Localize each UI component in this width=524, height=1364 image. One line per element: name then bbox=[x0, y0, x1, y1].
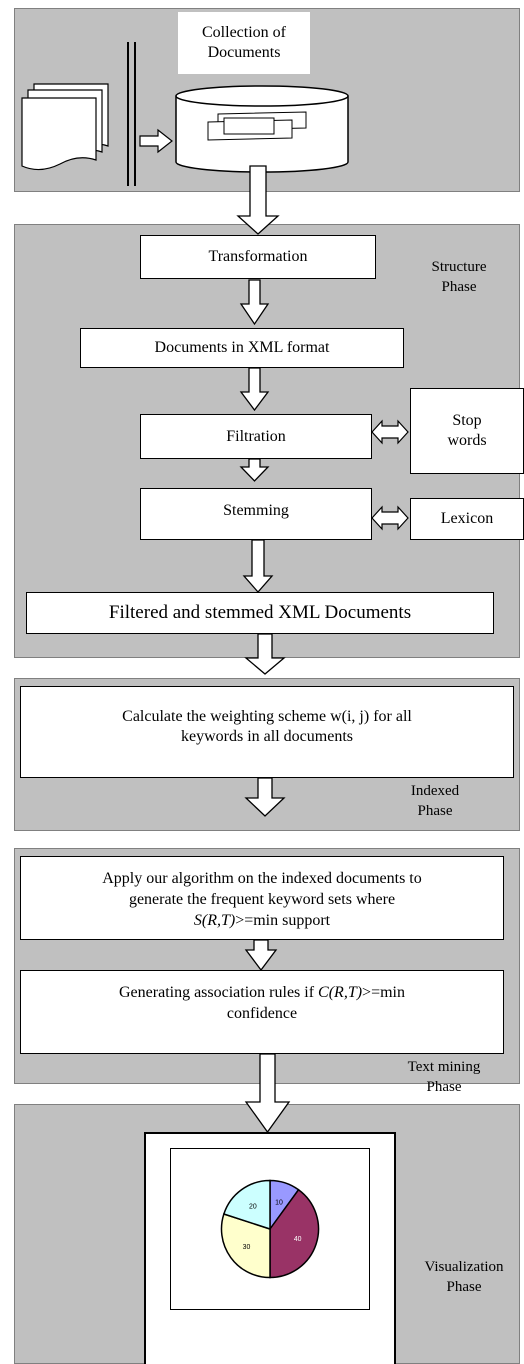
text-mining-phase-line-2: Phase bbox=[426, 1078, 462, 1095]
weighting-line-1: Calculate the weighting scheme w(i, j) f… bbox=[122, 708, 412, 725]
pie-slice bbox=[220, 1213, 271, 1279]
support-threshold: >=min support bbox=[235, 911, 331, 929]
apply-algorithm-box: Apply our algorithm on the indexed docum… bbox=[20, 856, 504, 940]
lexicon-box: Lexicon bbox=[410, 498, 524, 540]
stop-words-box: Stop words bbox=[410, 388, 524, 474]
collection-line-2: Documents bbox=[207, 44, 281, 61]
transformation-label: Transformation bbox=[208, 248, 308, 265]
pie-slice bbox=[269, 1188, 320, 1279]
stemming-label: Stemming bbox=[223, 502, 289, 519]
pie-slice-label: 10 bbox=[275, 1199, 283, 1206]
pie-slice-label: 20 bbox=[249, 1203, 257, 1210]
apply-line-1: Apply our algorithm on the indexed docum… bbox=[102, 870, 422, 887]
visualization-phase-line-2: Phase bbox=[446, 1278, 482, 1295]
lexicon-label: Lexicon bbox=[440, 510, 494, 527]
collection-line-1: Collection of bbox=[202, 24, 286, 41]
indexed-phase-line-1: Indexed bbox=[410, 783, 460, 799]
apply-line-3: S(R,T)>=min support bbox=[194, 911, 330, 932]
support-formula: S(R,T) bbox=[193, 911, 236, 929]
stop-words-line-1: Stop bbox=[452, 412, 482, 429]
pie-chart-frame: 10 40 30 20 bbox=[170, 1148, 370, 1310]
text-mining-phase-label: Text mining Phase bbox=[384, 1058, 504, 1097]
generate-line-2: confidence bbox=[226, 1004, 298, 1022]
stop-words-line-2: words bbox=[447, 432, 487, 449]
generate-line-1: Generating association rules if C(R,T)>=… bbox=[119, 983, 405, 1004]
stemming-box: Stemming bbox=[140, 488, 372, 540]
filtration-label: Filtration bbox=[226, 427, 286, 445]
xml-format-label: Documents in XML format bbox=[154, 339, 330, 356]
filtered-stemmed-box: Filtered and stemmed XML Documents bbox=[26, 592, 494, 634]
pie-slice-label: 40 bbox=[294, 1236, 302, 1243]
generate-prefix: Generating association rules if bbox=[119, 984, 319, 1001]
apply-line-2: generate the frequent keyword sets where bbox=[128, 890, 396, 908]
weighting-line-2: keywords in all documents bbox=[181, 728, 353, 745]
structure-phase-line-1: Structure bbox=[431, 259, 487, 275]
confidence-formula: C(R,T) bbox=[318, 984, 363, 1001]
filtered-stemmed-label: Filtered and stemmed XML Documents bbox=[108, 602, 412, 624]
structure-phase-label: Structure Phase bbox=[404, 258, 514, 297]
text-mining-phase-line-1: Text mining bbox=[407, 1059, 481, 1075]
weighting-scheme-box: Calculate the weighting scheme w(i, j) f… bbox=[20, 686, 514, 778]
association-rules-box: Generating association rules if C(R,T)>=… bbox=[20, 970, 504, 1054]
collection-of-documents-label: Collection of Documents bbox=[178, 12, 310, 74]
pie-slice-label: 30 bbox=[243, 1244, 251, 1251]
generate-rest: >=min bbox=[362, 984, 405, 1001]
indexed-phase-line-2: Phase bbox=[417, 802, 453, 819]
visualization-phase-line-1: Visualization bbox=[424, 1259, 504, 1275]
structure-phase-line-2: Phase bbox=[441, 278, 477, 295]
pie-chart: 10 40 30 20 bbox=[220, 1179, 320, 1279]
xml-format-box: Documents in XML format bbox=[80, 328, 404, 368]
indexed-phase-label: Indexed Phase bbox=[380, 782, 490, 821]
visualization-phase-label: Visualization Phase bbox=[404, 1258, 524, 1297]
transformation-box: Transformation bbox=[140, 235, 376, 279]
pie-slice bbox=[222, 1179, 271, 1231]
filtration-box: Filtration bbox=[140, 414, 372, 459]
